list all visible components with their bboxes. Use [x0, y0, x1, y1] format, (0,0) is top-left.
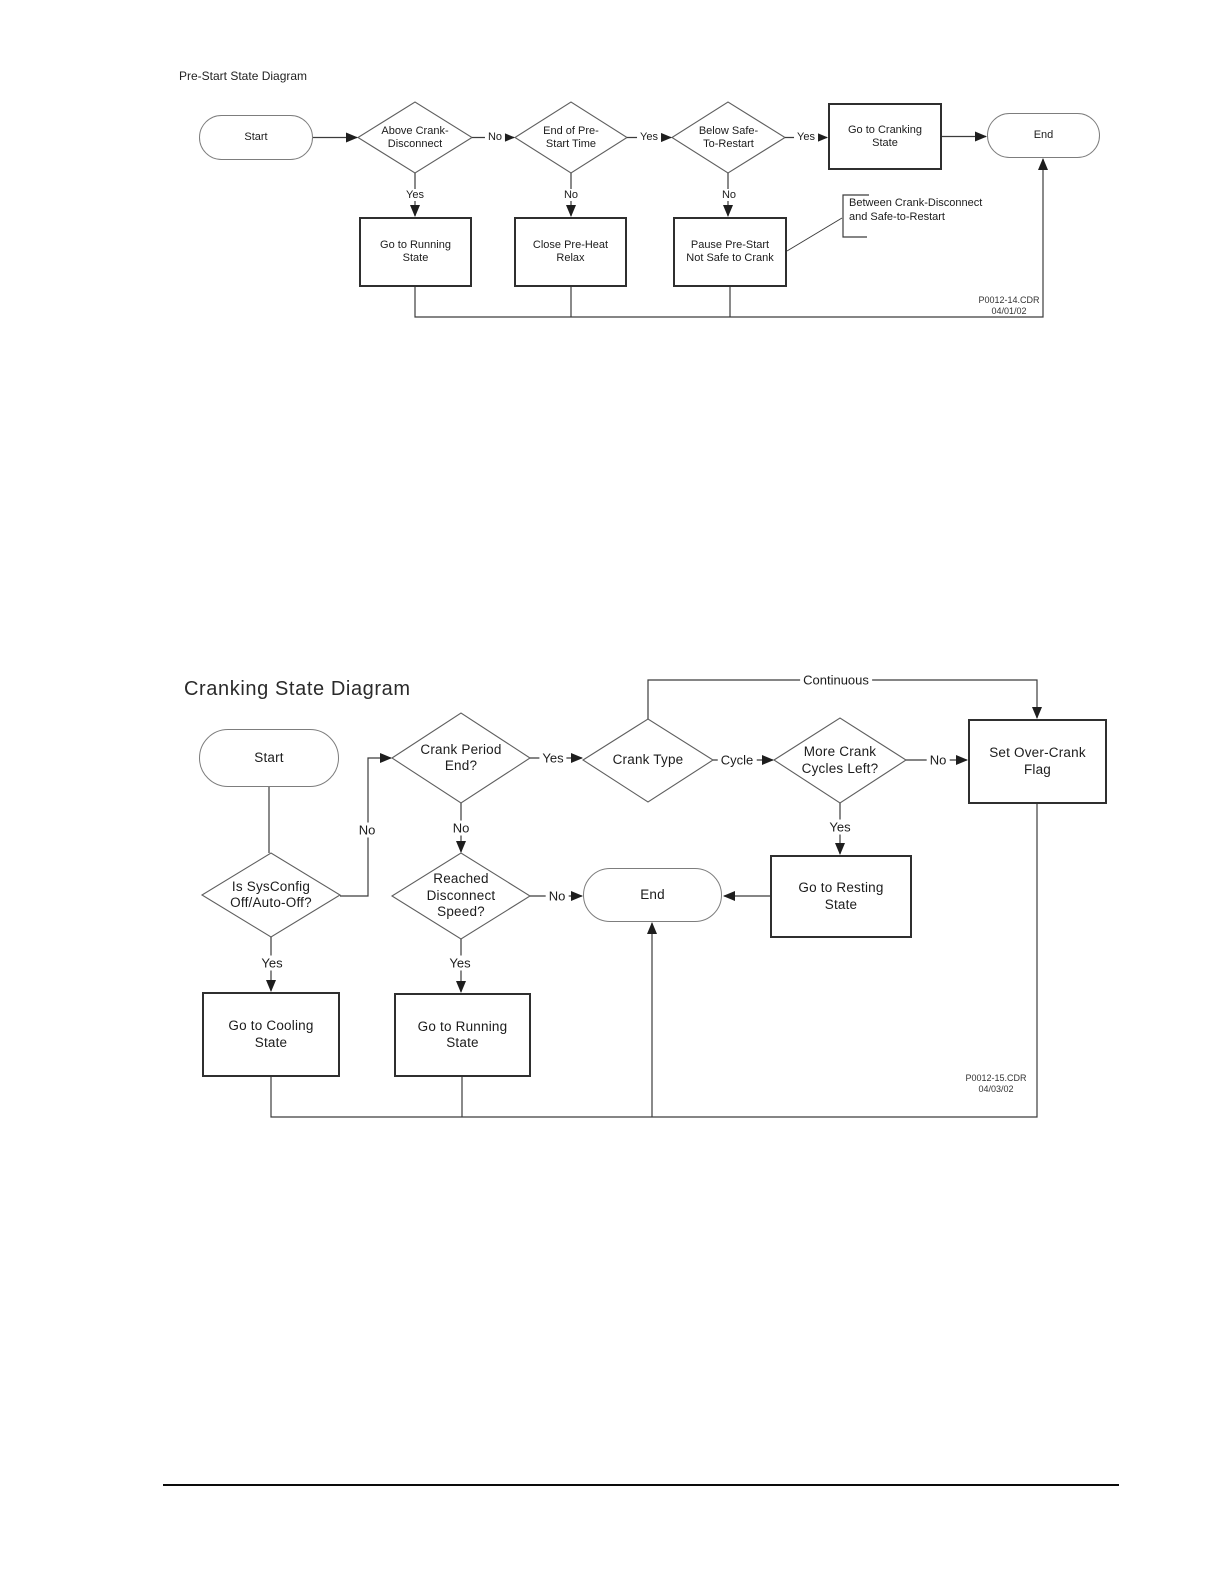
footer-rule — [163, 1484, 1119, 1486]
diamond-sysconfig — [200, 852, 342, 938]
file-label-1: P0012-14.CDR 04/01/02 — [978, 295, 1040, 316]
diagram2-decision-shapes — [200, 712, 908, 940]
edge-label-continuous: Continuous — [800, 672, 872, 688]
process-go-to-cranking-state: Go to Cranking State — [828, 103, 942, 170]
edge-label-yes-crank-period: Yes — [539, 750, 567, 766]
annotation-between-crank-disconnect: Between Crank-Disconnect and Safe-to-Res… — [849, 197, 983, 223]
process-go-to-cooling-state: Go to Cooling State — [202, 992, 340, 1077]
process-go-to-running-state-2: Go to Running State — [394, 993, 531, 1077]
decision-more-crank-cycles: More Crank Cycles Left? — [801, 744, 879, 776]
end-1-label: End — [1033, 129, 1054, 141]
edge-label-no-reached: No — [545, 888, 569, 904]
file-label-2: P0012-15.CDR 04/03/02 — [965, 1073, 1027, 1094]
edge-label-no-more-cycles: No — [926, 752, 950, 768]
edge-label-no-between: No — [484, 131, 506, 143]
process-go-to-running-state-1: Go to Running State — [359, 217, 472, 287]
process-pause-prestart: Pause Pre-Start Not Safe to Crank — [673, 217, 787, 287]
decision-crank-type: Crank Type — [612, 752, 684, 768]
edge-label-yes-reached: Yes — [446, 955, 474, 971]
decision-is-sysconfig: Is SysConfig Off/Auto-Off? — [230, 878, 312, 911]
edge-label-no-down-2: No — [718, 189, 740, 201]
end-2-label: End — [640, 886, 665, 902]
note-bracket — [842, 194, 869, 238]
process-go-to-resting-state: Go to Resting State — [770, 855, 912, 938]
edge-label-no-crank-period: No — [449, 820, 473, 836]
edge-label-no-down-1: No — [560, 189, 582, 201]
diagram1-decision-shapes — [356, 101, 787, 174]
decision-crank-period-end: Crank Period End? — [420, 741, 502, 774]
decision-above-crank-disconnect: Above Crank- Disconnect — [381, 124, 449, 150]
node-start-2: Start — [199, 729, 339, 787]
node-end-2: End — [583, 868, 722, 922]
diagram2-title: Cranking State Diagram — [184, 678, 411, 700]
process-close-preheat-relax: Close Pre-Heat Relax — [514, 217, 627, 287]
edge-label-yes-between-1: Yes — [637, 131, 661, 143]
edge-label-yes-sysconfig: Yes — [258, 955, 286, 971]
node-start-1: Start — [199, 115, 313, 160]
diagram1-title: Pre-Start State Diagram — [179, 69, 308, 83]
node-end-1: End — [987, 113, 1100, 158]
edge-label-no-sysconfig: No — [355, 822, 379, 838]
edge-label-cycle: Cycle — [717, 752, 757, 768]
decision-reached-disconnect-speed: Reached Disconnect Speed? — [426, 871, 496, 920]
decision-below-safe-to-restart: Below Safe- To-Restart — [698, 124, 759, 150]
edge-label-yes-down: Yes — [403, 189, 427, 201]
start-1-label: Start — [244, 131, 268, 143]
edge-label-yes-between-2: Yes — [794, 131, 818, 143]
decision-end-of-prestart-time: End of Pre- Start Time — [543, 124, 599, 150]
edge-label-yes-more-cycles: Yes — [826, 819, 854, 835]
start-2-label: Start — [254, 749, 284, 765]
process-set-overcrank-flag: Set Over-Crank Flag — [968, 719, 1107, 804]
